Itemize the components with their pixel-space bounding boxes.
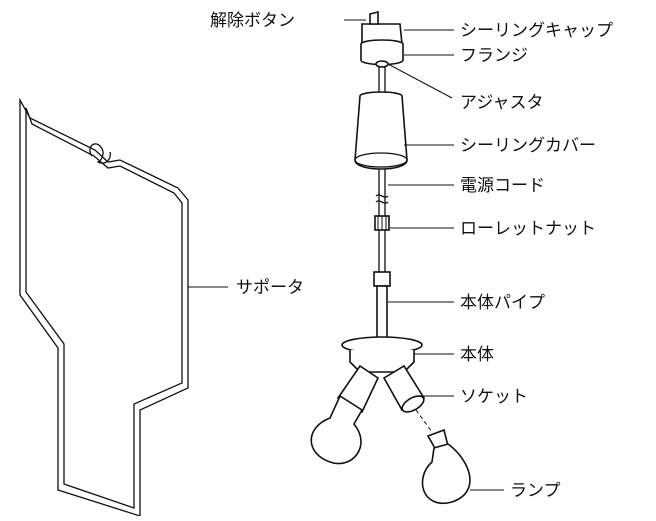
label-ceiling-cap: シーリングキャップ (460, 21, 613, 41)
label-knurled-nut: ローレットナット (460, 219, 596, 239)
ceiling-cover (354, 91, 408, 170)
label-supporter: サポータ (236, 278, 304, 298)
label-ceiling-cover: シーリングカバー (460, 136, 596, 156)
label-socket: ソケット (460, 387, 528, 407)
fixture-body (341, 336, 423, 373)
body-pipe (373, 271, 391, 339)
lamp-left (310, 394, 364, 465)
ceiling-cap (360, 10, 404, 68)
lamp-dashed-guide (415, 409, 433, 433)
label-adjuster: アジャスタ (460, 93, 543, 113)
supporter-plate (19, 97, 189, 517)
label-body-pipe: 本体パイプ (460, 293, 545, 313)
label-lamp: ランプ (510, 481, 561, 501)
label-power-cord: 電源コード (460, 176, 545, 196)
label-flange: フランジ (460, 46, 528, 66)
socket-right (382, 364, 426, 413)
power-cord (375, 66, 389, 272)
lamp-right (421, 428, 471, 505)
knurled-nut (374, 215, 390, 231)
label-body: 本体 (460, 345, 494, 365)
label-release-button: 解除ボタン (210, 11, 295, 31)
leader-lines (344, 19, 504, 491)
